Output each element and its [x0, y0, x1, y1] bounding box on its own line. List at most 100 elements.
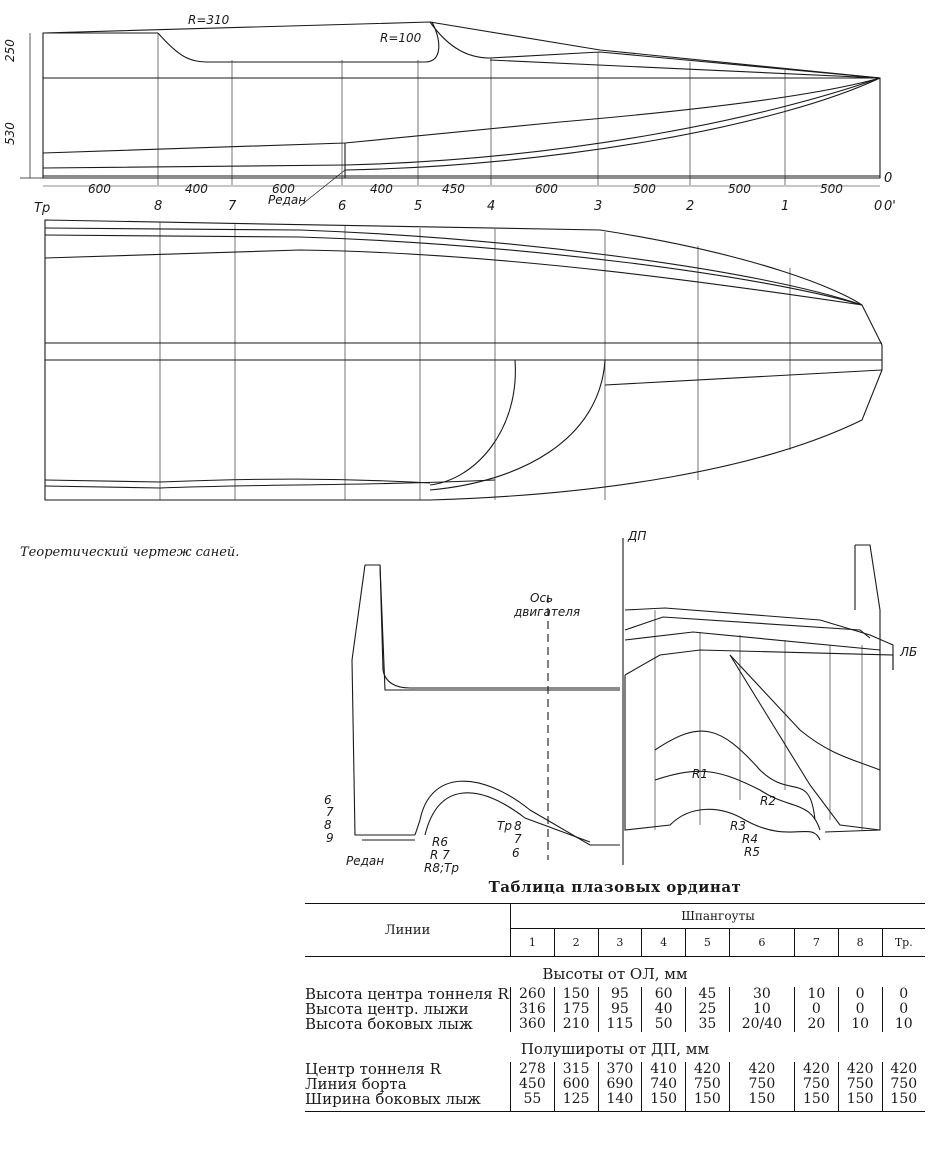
- left-mark-9: 9: [326, 831, 334, 845]
- cell-value: 360: [510, 1017, 555, 1032]
- cell-value: 115: [597, 1017, 642, 1032]
- r7-label: R 7: [430, 848, 450, 862]
- r5-label: R5: [744, 845, 760, 859]
- cell-value: 10: [881, 1017, 925, 1032]
- left-mark-7: 7: [326, 805, 334, 819]
- cell-value: 40: [641, 1002, 686, 1017]
- row-label: Высота центра тоннеля R: [305, 985, 509, 1003]
- lb-label: ЛБ: [899, 645, 917, 659]
- plan-outline: [44, 219, 883, 501]
- cell-value: 50: [641, 1017, 686, 1032]
- cell-value: 25: [685, 1002, 730, 1017]
- profile-outline: [42, 21, 881, 179]
- cell-value: 0: [837, 987, 882, 1002]
- cell-value: 370: [597, 1062, 642, 1077]
- r1-label: R1: [692, 767, 708, 781]
- station-tp: Тр: [34, 201, 50, 216]
- lines-header: Линии: [305, 903, 511, 957]
- r4-label: R4: [742, 832, 758, 846]
- redan-label-profile: Редан: [268, 193, 306, 207]
- chine-line: [42, 77, 881, 154]
- deck-line-2: [489, 59, 881, 79]
- col-2: 2: [553, 928, 598, 957]
- cell-value: 210: [553, 1017, 598, 1032]
- cell-value: 55: [510, 1092, 555, 1112]
- frames-header: Шпангоуты: [510, 902, 925, 930]
- tp-mark: Тр: [497, 819, 512, 833]
- redan-label-body: Редан: [346, 854, 384, 868]
- cell-value: 95: [597, 1002, 642, 1017]
- radius-label-310: R=310: [188, 13, 230, 27]
- widths-section: Полушироты от ДП, мм: [305, 1032, 925, 1062]
- station-5: 5: [414, 199, 422, 214]
- r8-tp-label: R8;Тр: [424, 861, 459, 875]
- cell-value: 175: [553, 1002, 598, 1017]
- col-7: 7: [794, 928, 839, 957]
- col-3: 3: [597, 928, 642, 957]
- cell-value: 420: [837, 1062, 882, 1077]
- row-label: Высота центр. лыжи: [305, 1000, 469, 1018]
- cell-value: 410: [641, 1062, 686, 1077]
- col-6: 6: [728, 928, 795, 957]
- cell-value: 95: [597, 987, 642, 1002]
- cell-value: 0: [837, 1002, 882, 1017]
- cell-value: 315: [553, 1062, 598, 1077]
- cell-value: 260: [510, 987, 555, 1002]
- cell-value: 750: [685, 1077, 730, 1092]
- mark-0: 0: [884, 171, 892, 186]
- col-8: 8: [837, 928, 882, 957]
- cell-value: 740: [641, 1077, 686, 1092]
- cell-value: 150: [685, 1092, 730, 1112]
- dim-bottom-2: 400: [185, 182, 208, 196]
- left-mark-8: 8: [324, 818, 332, 832]
- cell-value: 750: [881, 1077, 925, 1092]
- station-0: 0: [874, 199, 882, 214]
- dim-bottom-1: 600: [88, 182, 111, 196]
- r3-label: R3: [730, 819, 746, 833]
- cell-value: 420: [728, 1062, 795, 1077]
- dim-530: 530: [3, 122, 17, 145]
- station-1: 1: [781, 199, 789, 214]
- tp-mark-8: 8: [514, 819, 522, 833]
- ordinates-table: Линии Шпангоуты 1 2 3 4 5 6 7 8 Тр. Высо…: [305, 902, 925, 1112]
- cell-value: 10: [837, 1017, 882, 1032]
- station-2: 2: [686, 199, 694, 214]
- row-label: Центр тоннеля R: [305, 1060, 441, 1078]
- cell-value: 150: [641, 1092, 686, 1112]
- cell-value: 60: [641, 987, 686, 1002]
- cell-value: 35: [685, 1017, 730, 1032]
- cell-value: 10: [728, 1002, 795, 1017]
- cell-value: 125: [553, 1092, 598, 1112]
- cell-value: 750: [837, 1077, 882, 1092]
- col-1: 1: [510, 928, 555, 957]
- cell-value: 420: [685, 1062, 730, 1077]
- row-label: Ширина боковых лыж: [305, 1092, 511, 1112]
- station-3: 3: [594, 199, 602, 214]
- cell-value: 30: [728, 987, 795, 1002]
- dim-bottom-7: 500: [633, 182, 656, 196]
- cell-value: 150: [794, 1092, 839, 1112]
- cockpit-cutout: [157, 21, 440, 63]
- dim-250: 250: [3, 39, 17, 62]
- tp-mark-7: 7: [514, 832, 522, 846]
- dim-bottom-3: 600: [272, 182, 295, 196]
- cell-value: 150: [837, 1092, 882, 1112]
- section-widths: Полушироты от ДП, мм: [520, 1039, 710, 1058]
- cell-value: 750: [794, 1077, 839, 1092]
- cell-value: 600: [553, 1077, 598, 1092]
- r6-label: R6: [432, 835, 448, 849]
- cell-value: 45: [685, 987, 730, 1002]
- cell-value: 420: [881, 1062, 925, 1077]
- cell-value: 690: [597, 1077, 642, 1092]
- col-5: 5: [685, 928, 730, 957]
- col-4: 4: [641, 928, 686, 957]
- station-8: 8: [154, 199, 162, 214]
- engine-axis-label-1: Ось: [530, 591, 553, 605]
- cell-value: 450: [510, 1077, 555, 1092]
